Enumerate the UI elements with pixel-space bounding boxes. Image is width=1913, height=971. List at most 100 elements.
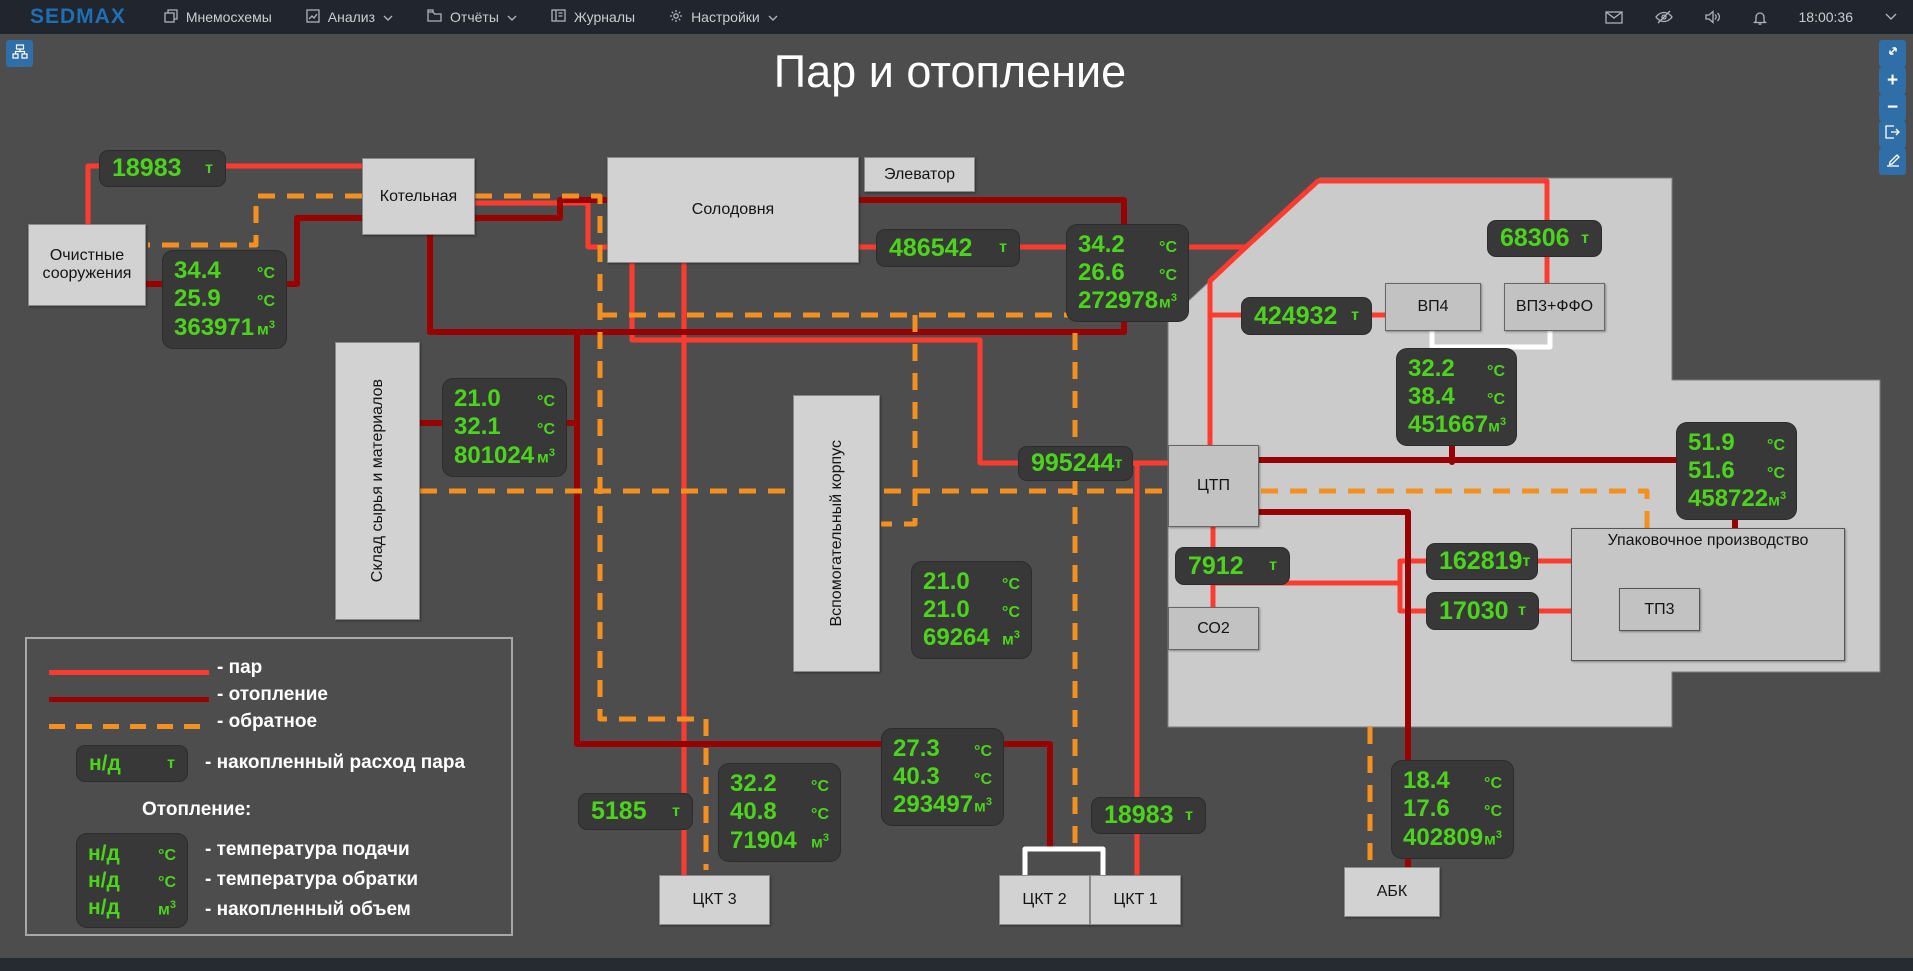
supply-temp: 27.3 xyxy=(893,736,940,762)
eye-off-icon[interactable] xyxy=(1655,10,1673,24)
main-menu: Мнемосхемы Анализ Отчёты Журналы Настрой… xyxy=(164,9,778,26)
legend-nd2-label: - температура обратки xyxy=(205,869,418,891)
volume: 451667 xyxy=(1408,412,1488,438)
return-temp: 38.4 xyxy=(1408,384,1455,410)
flow-unit: т xyxy=(999,239,1007,257)
menu-label: Мнемосхемы xyxy=(186,9,272,25)
gear-icon xyxy=(669,9,683,26)
building-kotelnaya: Котельная xyxy=(362,158,475,235)
building-vp3ffo: ВП3+ФФО xyxy=(1504,283,1605,331)
unit: °C xyxy=(1487,363,1505,381)
scheme-tree-button[interactable] xyxy=(6,40,33,67)
menu-settings[interactable]: Настройки xyxy=(669,9,778,26)
zoom-in-button[interactable]: + xyxy=(1879,67,1906,94)
unit: м3 xyxy=(1488,416,1506,436)
menu-journals[interactable]: Журналы xyxy=(551,9,635,25)
unit: °C xyxy=(811,778,829,796)
steam-flow-co2: 7912т xyxy=(1176,548,1289,584)
unit: °C xyxy=(1767,437,1785,455)
supply-temp: 21.0 xyxy=(923,569,970,595)
return-temp: 26.6 xyxy=(1078,260,1125,286)
flow-unit: т xyxy=(1114,455,1122,473)
export-button[interactable] xyxy=(1879,121,1906,148)
building-label: Упаковочное производство xyxy=(1572,532,1844,550)
unit: °C xyxy=(811,806,829,824)
return-temp: 32.1 xyxy=(454,414,501,440)
building-sklad: Склад сырья и материалов xyxy=(335,342,420,620)
supply-temp: 34.4 xyxy=(174,258,221,284)
menu-analysis[interactable]: Анализ xyxy=(306,9,393,26)
heating-readout-elevator: 34.2 °C 26.6 °C 272978м3 xyxy=(1067,225,1188,321)
sitemap-icon xyxy=(12,44,28,64)
heating-readout-ckt12: 27.3°C 40.3°C 293497м3 xyxy=(882,729,1003,825)
volume: 363971 xyxy=(174,315,254,341)
menu-label: Анализ xyxy=(328,9,375,25)
speaker-icon[interactable] xyxy=(1705,10,1721,24)
volume: 272978 xyxy=(1078,288,1158,314)
legend-steam-label: - пар xyxy=(217,657,262,679)
unit: м3 xyxy=(158,899,176,919)
steam-flow-ctp: 995244т xyxy=(1019,447,1132,480)
return-temp: 21.0 xyxy=(923,597,970,623)
legend-heating-line xyxy=(49,697,209,702)
building-ctp: ЦТП xyxy=(1168,445,1259,527)
unit: °C xyxy=(1002,576,1020,594)
building-label: Склад сырья и материалов xyxy=(369,379,387,582)
export-icon xyxy=(1885,125,1900,144)
flow-value: 68306 xyxy=(1500,224,1570,253)
flow-value: 424932 xyxy=(1254,302,1337,331)
unit: °C xyxy=(1159,239,1177,257)
legend-return-line xyxy=(49,724,209,729)
building-ckt2: ЦКТ 2 xyxy=(999,875,1090,925)
return-temp: 25.9 xyxy=(174,286,221,312)
flow-value: 18983 xyxy=(1104,801,1174,830)
building-ckt3: ЦКТ 3 xyxy=(659,875,770,925)
heating-readout-ckt3: 32.2°C 40.8°C 71904м3 xyxy=(719,764,840,861)
heating-readout-abk: 18.4°C 17.6°C 402809м3 xyxy=(1392,761,1513,858)
flow-unit: т xyxy=(1351,307,1359,325)
chevron-down-icon xyxy=(768,9,778,25)
chevron-down-icon xyxy=(383,9,393,25)
steam-flow-upak: 162819т xyxy=(1427,544,1537,579)
supply-temp: 32.2 xyxy=(1408,356,1455,382)
folder-icon xyxy=(427,9,442,25)
fullscreen-button[interactable] xyxy=(1879,40,1906,67)
volume: 71904 xyxy=(730,828,797,854)
unit: °C xyxy=(1159,267,1177,285)
building-ochistnye: Очистные сооружения xyxy=(28,224,146,306)
legend-nd-heating-box: н/д°C н/д°C н/дм3 xyxy=(77,834,187,927)
unit: °C xyxy=(1484,803,1502,821)
top-bar: SEDMAX Мнемосхемы Анализ Отчёты Журналы xyxy=(0,0,1913,34)
status-bar: 18:00:36 xyxy=(1605,9,1898,25)
building-abk: АБК xyxy=(1344,867,1440,917)
flow-value: н/д xyxy=(89,752,121,776)
return-temp: 51.6 xyxy=(1688,458,1735,484)
unit: м3 xyxy=(1159,292,1177,312)
flow-unit: т xyxy=(1269,557,1277,575)
zoom-out-button[interactable]: − xyxy=(1879,94,1906,121)
user-chevron-icon[interactable] xyxy=(1885,13,1897,21)
flow-value: 162819 xyxy=(1439,547,1522,576)
mail-icon[interactable] xyxy=(1605,11,1623,24)
steam-flow-kotelnaya: 18983т xyxy=(100,151,225,186)
flow-unit: т xyxy=(167,755,175,773)
chart-icon xyxy=(306,9,320,26)
building-tp3: ТП3 xyxy=(1619,588,1700,631)
building-label: Вспомогательный корпус xyxy=(828,440,846,627)
supply-temp: н/д xyxy=(88,842,120,865)
bell-icon[interactable] xyxy=(1753,10,1767,25)
building-upak: Упаковочное производство xyxy=(1571,528,1845,661)
menu-mnemoschemes[interactable]: Мнемосхемы xyxy=(164,9,272,26)
return-temp: 40.3 xyxy=(893,764,940,790)
menu-label: Настройки xyxy=(691,9,760,25)
edit-button[interactable] xyxy=(1879,148,1906,175)
unit: м3 xyxy=(1484,829,1502,849)
supply-temp: 34.2 xyxy=(1078,232,1125,258)
unit: °C xyxy=(1767,465,1785,483)
legend-nd1-label: - температура подачи xyxy=(205,839,410,861)
menu-reports[interactable]: Отчёты xyxy=(427,9,517,25)
return-temp: 17.6 xyxy=(1403,796,1450,822)
unit: м3 xyxy=(537,447,555,467)
heating-readout-upak: 51.9°C 51.6°C 458722м3 xyxy=(1677,423,1796,519)
heating-readout-vspom: 21.0°C 21.0°C 69264м3 xyxy=(912,562,1031,658)
